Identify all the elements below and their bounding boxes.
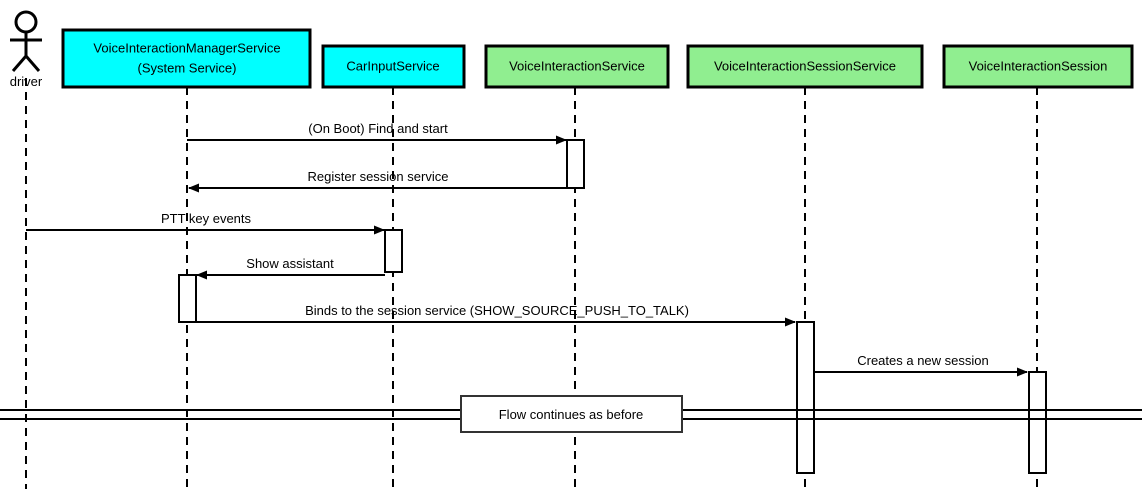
activation-bar-voiceinteractionsessionservice[interactable]	[796, 321, 815, 474]
message-creates-a-new-session[interactable]: Creates a new session	[813, 353, 1028, 377]
message-label-m4: Show assistant	[246, 256, 334, 271]
message-label-m5: Binds to the session service (SHOW_SOURC…	[305, 303, 689, 318]
participant-label-vims-line2: (System Service)	[138, 60, 237, 75]
participant-box-cis[interactable]	[321, 44, 466, 89]
message-binds-to-session-service[interactable]: Binds to the session service (SHOW_SOURC…	[179, 303, 796, 327]
activation-bar-voiceinteractionsession[interactable]	[1028, 371, 1047, 474]
participant-voiceinteractionservice[interactable]: VoiceInteractionService	[484, 44, 670, 89]
actor-driver[interactable]: driver	[10, 10, 43, 89]
message-ptt-key-events[interactable]: PTT key events	[26, 211, 385, 235]
separator-note-box[interactable]	[460, 395, 683, 433]
participant-box-vims[interactable]	[61, 28, 312, 89]
activation-bars-group	[178, 139, 1047, 474]
message-register-session-service[interactable]: Register session service	[188, 169, 567, 193]
actor-head-icon	[14, 10, 38, 34]
participant-label-cis: CarInputService	[346, 58, 439, 73]
flow-separator: Flow continues as before	[0, 395, 1142, 433]
activation-bar-voiceinteractionservice[interactable]	[566, 139, 585, 189]
participant-voiceinteractionsessionservice[interactable]: VoiceInteractionSessionService	[686, 44, 924, 89]
message-label-m3: PTT key events	[161, 211, 252, 226]
participant-box-vise[interactable]	[942, 44, 1134, 89]
activation-bar-carinputservice[interactable]	[384, 229, 403, 273]
participant-label-vise: VoiceInteractionSession	[969, 58, 1108, 73]
message-label-m6: Creates a new session	[857, 353, 989, 368]
message-on-boot-find-and-start[interactable]: (On Boot) Find and start	[187, 121, 567, 145]
message-label-m2: Register session service	[308, 169, 449, 184]
actor-leg-left-icon	[11, 55, 28, 72]
participant-voiceinteractionmanagerservice[interactable]: VoiceInteractionManagerService (System S…	[61, 28, 312, 89]
participant-label-vis: VoiceInteractionService	[509, 58, 645, 73]
actor-label: driver	[10, 74, 43, 89]
participant-box-viss[interactable]	[686, 44, 924, 89]
separator-note-label: Flow continues as before	[499, 407, 644, 422]
message-label-m1: (On Boot) Find and start	[308, 121, 448, 136]
message-show-assistant[interactable]: Show assistant	[196, 256, 385, 280]
participant-voiceinteractionsession[interactable]: VoiceInteractionSession	[942, 44, 1134, 89]
actor-leg-right-icon	[24, 55, 41, 72]
activation-bar-voiceinteractionmanagerservice[interactable]	[178, 274, 197, 323]
participant-carinputservice[interactable]: CarInputService	[321, 44, 466, 89]
participant-label-vims-line1: VoiceInteractionManagerService	[93, 40, 280, 55]
participant-label-viss: VoiceInteractionSessionService	[714, 58, 896, 73]
participant-box-vis[interactable]	[484, 44, 670, 89]
